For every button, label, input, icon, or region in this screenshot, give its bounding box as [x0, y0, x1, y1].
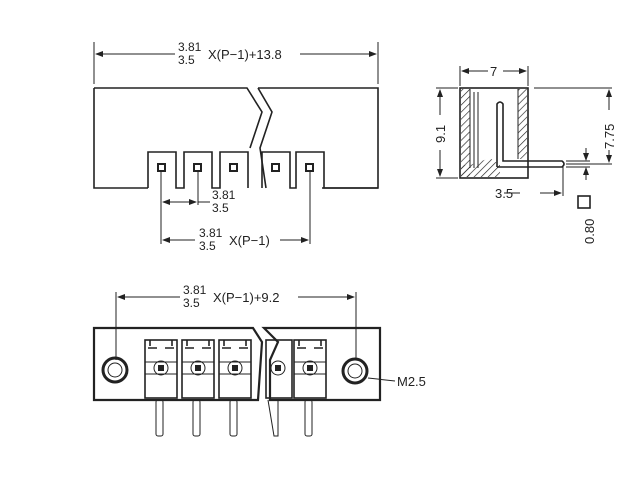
pin-cross-section — [577, 195, 591, 209]
top-slots — [147, 151, 378, 189]
side-pin-size: 0.80 — [582, 219, 597, 244]
top-overall-num: 3.81 — [178, 40, 202, 54]
side-height: 9.1 — [433, 125, 448, 143]
front-overall-expr: X(P−1)+9.2 — [213, 290, 280, 305]
screw-label: M2.5 — [397, 374, 426, 389]
side-pin-height: 7.75 — [602, 124, 617, 149]
top-view: 3.81 3.5 X(P−1)+13.8 3.81 3.5 3.81 3 — [93, 40, 379, 253]
pitch-num: 3.81 — [212, 188, 236, 202]
front-overall-num: 3.81 — [183, 283, 207, 297]
front-overall-den: 3.5 — [183, 296, 200, 310]
terminals — [144, 339, 327, 437]
span-den: 3.5 — [199, 239, 216, 253]
top-overall-den: 3.5 — [178, 53, 195, 67]
top-overall-expr: X(P−1)+13.8 — [208, 47, 282, 62]
front-view: 3.81 3.5 X(P−1)+9.2 M2.5 — [92, 283, 426, 437]
pitch-den: 3.5 — [212, 201, 229, 215]
span-num: 3.81 — [199, 226, 223, 240]
side-pin-offset: 3.5 — [495, 186, 513, 201]
span-expr: X(P−1) — [229, 233, 270, 248]
side-view: 7 9.1 7.75 3.5 0.80 — [433, 64, 617, 244]
side-width: 7 — [490, 64, 497, 79]
